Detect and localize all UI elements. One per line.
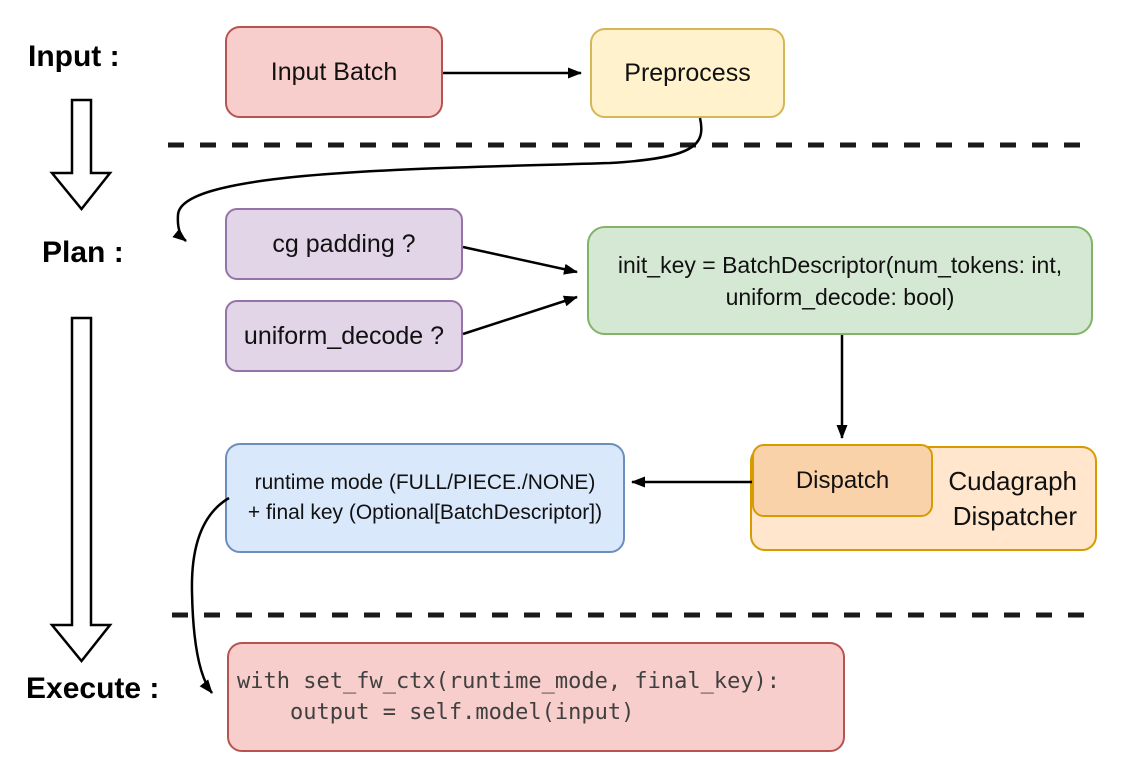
node-input-batch: Input Batch	[225, 26, 443, 118]
node-runtime-mode-line1: runtime mode (FULL/PIECE./NONE)	[254, 471, 596, 494]
node-cudagraph-line2: Dispatcher	[952, 500, 1077, 531]
node-cg-padding-label: cg padding ?	[272, 229, 416, 258]
node-dispatch: Dispatch	[752, 444, 933, 517]
node-uniform-decode-label: uniform_decode ?	[243, 321, 445, 350]
node-init-key: init_key = BatchDescriptor(num_tokens: i…	[587, 226, 1093, 335]
node-execute-code: with set_fw_ctx(runtime_mode, final_key)…	[227, 642, 845, 752]
arrow-uniform-decode-to-init-key	[462, 295, 578, 336]
node-input-batch-label: Input Batch	[270, 57, 398, 86]
node-uniform-decode: uniform_decode ?	[225, 300, 463, 372]
stage-label-execute: Execute :	[26, 672, 160, 705]
node-runtime-mode: runtime mode (FULL/PIECE./NONE) + final …	[225, 443, 625, 553]
node-execute-code-line2: output = self.model(input)	[237, 700, 635, 725]
arrow-cg-padding-to-init-key	[462, 245, 578, 275]
node-init-key-line2: uniform_decode: bool)	[725, 283, 955, 310]
node-preprocess: Preprocess	[590, 28, 785, 118]
flow-arrow-input-to-plan-icon	[49, 98, 113, 211]
node-cudagraph-line1: Cudagraph	[948, 465, 1077, 496]
node-dispatch-label: Dispatch	[795, 466, 890, 494]
node-cg-padding: cg padding ?	[225, 208, 463, 280]
stage-label-input: Input :	[28, 40, 120, 73]
node-preprocess-label: Preprocess	[624, 58, 751, 87]
arrow-runtime-mode-to-execute-code	[190, 496, 230, 694]
node-execute-code-line1: with set_fw_ctx(runtime_mode, final_key)…	[237, 669, 781, 694]
flow-arrow-plan-to-execute-icon	[49, 316, 113, 663]
node-runtime-mode-line2: + final key (Optional[BatchDescriptor])	[247, 501, 603, 524]
node-init-key-line1: init_key = BatchDescriptor(num_tokens: i…	[617, 251, 1063, 278]
stage-label-plan: Plan :	[42, 236, 124, 269]
